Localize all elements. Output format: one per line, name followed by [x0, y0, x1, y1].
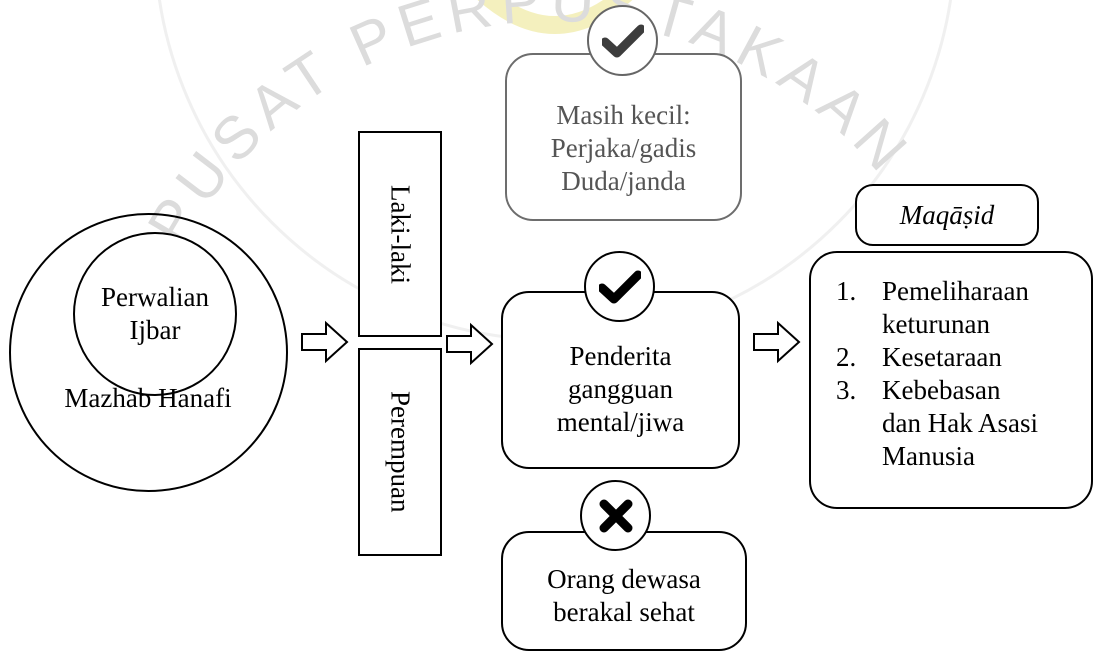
list-item-line: Kesetaraan: [882, 342, 1002, 372]
arrow-right-icon: [446, 322, 494, 366]
list-item-number: 2.: [836, 342, 857, 372]
mazhab-label: Mazhab Hanafi: [64, 382, 232, 413]
list-item-line: Manusia: [882, 441, 975, 471]
list-item-number: 1.: [836, 276, 857, 306]
masih-kecil-line-1: Masih kecil:: [556, 99, 691, 130]
orang-dewasa-line-1: Orang dewasa: [547, 564, 701, 594]
list-item-line: dan Hak Asasi: [882, 408, 1038, 438]
laki-laki-box: Laki-laki: [358, 131, 442, 337]
perwalian-line-1: Perwalian: [101, 282, 209, 312]
perwalian-line-2: Ijbar: [129, 315, 181, 345]
mazhab-circle: [9, 213, 288, 492]
penderita-line-1: Penderita: [569, 340, 672, 371]
list-item: 3. Kebebasan dan Hak Asasi Manusia: [836, 374, 1086, 473]
list-item-number: 3.: [836, 375, 857, 405]
penderita-box: Penderita gangguan mental/jiwa: [501, 291, 740, 469]
penderita-line-3: mental/jiwa: [556, 406, 685, 437]
maqasid-title: Maqāṣid: [899, 199, 995, 230]
list-item-line: Pemeliharaan: [882, 276, 1029, 306]
list-item: 1. Pemeliharaan keturunan: [836, 275, 1086, 341]
cross-icon: [599, 499, 632, 532]
list-item: 2. Kesetaraan: [836, 341, 1086, 374]
perempuan-label: Perempuan: [385, 391, 416, 513]
perempuan-box: Perempuan: [358, 348, 442, 556]
maqasid-title-box: Maqāṣid: [855, 184, 1039, 246]
maqasid-list-box: [809, 251, 1093, 509]
penderita-line-2: gangguan: [568, 373, 673, 404]
masih-kecil-line-3: Duda/janda: [561, 165, 686, 196]
cross-badge: [580, 480, 651, 551]
masih-kecil-box: Masih kecil: Perjaka/gadis Duda/janda: [505, 53, 742, 221]
masih-kecil-line-2: Perjaka/gadis: [550, 132, 697, 163]
laki-laki-label: Laki-laki: [385, 184, 416, 284]
check-badge: [587, 5, 658, 76]
check-icon: [601, 24, 644, 57]
arrow-right-icon: [753, 320, 801, 364]
maqasid-list: 1. Pemeliharaan keturunan 2. Kesetaraan …: [836, 275, 1086, 473]
list-item-line: Kebebasan: [882, 375, 1001, 405]
perwalian-circle: Perwalian Ijbar: [73, 232, 237, 396]
list-item-line: keturunan: [882, 309, 990, 339]
arrow-right-icon: [301, 320, 349, 364]
orang-dewasa-line-2: berakal sehat: [553, 597, 695, 627]
check-badge: [584, 251, 655, 322]
check-icon: [598, 270, 641, 303]
